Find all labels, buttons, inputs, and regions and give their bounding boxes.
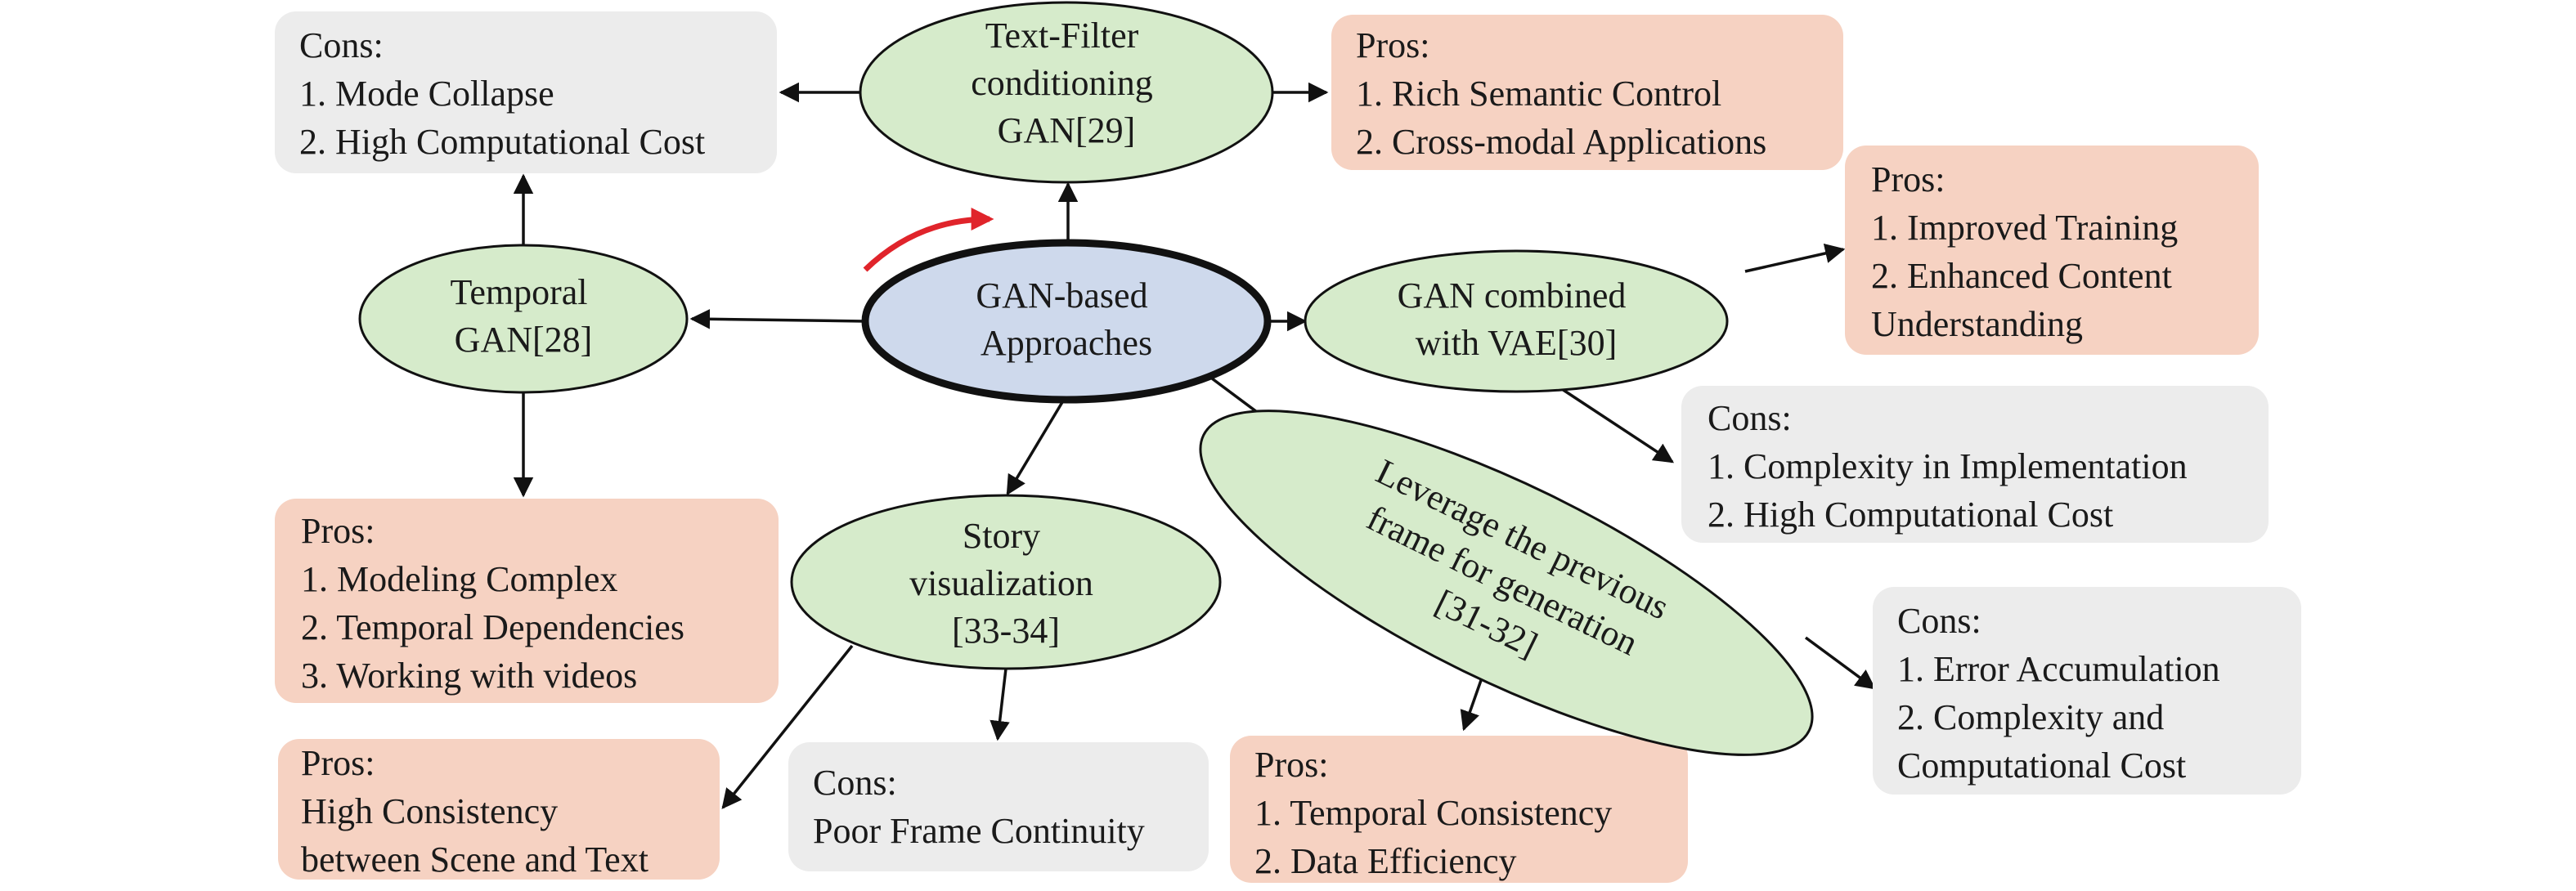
text-filter-pros-text: Pros: 1. Rich Semantic Control 2. Cross-… <box>1356 25 1766 162</box>
center-gan-based-label: GAN-based Approaches <box>976 275 1156 363</box>
text-filter-cons-text: Cons: 1. Mode Collapse 2. High Computati… <box>299 25 705 162</box>
arrow-vae-to-pros <box>1744 243 1846 273</box>
text-filter-cons-box: Cons: 1. Mode Collapse 2. High Computati… <box>275 11 777 173</box>
arrow-story-to-pros <box>721 644 854 809</box>
vae-pros-text: Pros: 1. Improved Training 2. Enhanced C… <box>1871 159 2187 344</box>
gan-vae-node: GAN combined with VAE[30] <box>1304 249 1729 393</box>
center-gan-based-node: GAN-based Approaches <box>861 239 1272 404</box>
story-pros-text: Pros: High Consistency between Scene and… <box>301 743 648 880</box>
leverage-pros-box: Pros: 1. Temporal Consistency 2. Data Ef… <box>1230 736 1688 883</box>
arrow-vae-to-cons <box>1561 387 1675 463</box>
story-pros-box: Pros: High Consistency between Scene and… <box>278 739 720 880</box>
text-filter-pros-box: Pros: 1. Rich Semantic Control 2. Cross-… <box>1331 15 1843 170</box>
arrow-center-to-temporal <box>689 309 866 329</box>
story-cons-text: Cons: Poor Frame Continuity <box>813 763 1145 851</box>
gan-vae-label: GAN combined with VAE[30] <box>1398 275 1636 363</box>
temporal-pros-text: Pros: 1. Modeling Complex 2. Temporal De… <box>301 511 693 696</box>
story-visualization-node: Story visualization [33-34] <box>790 494 1222 670</box>
arrow-story-to-cons <box>990 668 1010 741</box>
leverage-cons-box: Cons: 1. Error Accumulation 2. Complexit… <box>1873 587 2301 795</box>
leverage-cons-text: Cons: 1. Error Accumulation 2. Complexit… <box>1897 601 2229 786</box>
temporal-gan-node: Temporal GAN[28] <box>358 244 689 394</box>
vae-cons-text: Cons: 1. Complexity in Implementation 2.… <box>1708 398 2197 535</box>
vae-cons-box: Cons: 1. Complexity in Implementation 2.… <box>1681 386 2269 543</box>
red-curved-arrow <box>863 208 994 272</box>
arrow-center-to-story <box>1006 397 1066 496</box>
temporal-gan-label: Temporal GAN[28] <box>451 272 597 360</box>
text-filter-gan-node: Text-Filter conditioning GAN[29] <box>859 1 1274 184</box>
story-visualization-label: Story visualization [33-34] <box>909 516 1102 651</box>
story-cons-box: Cons: Poor Frame Continuity <box>788 742 1209 871</box>
temporal-pros-box: Pros: 1. Modeling Complex 2. Temporal De… <box>275 499 779 703</box>
vae-pros-box: Pros: 1. Improved Training 2. Enhanced C… <box>1845 146 2259 355</box>
text-filter-gan-label: Text-Filter conditioning GAN[29] <box>971 16 1161 150</box>
arrow-leverage-to-cons <box>1804 636 1876 690</box>
leverage-pros-text: Pros: 1. Temporal Consistency 2. Data Ef… <box>1254 745 1621 881</box>
